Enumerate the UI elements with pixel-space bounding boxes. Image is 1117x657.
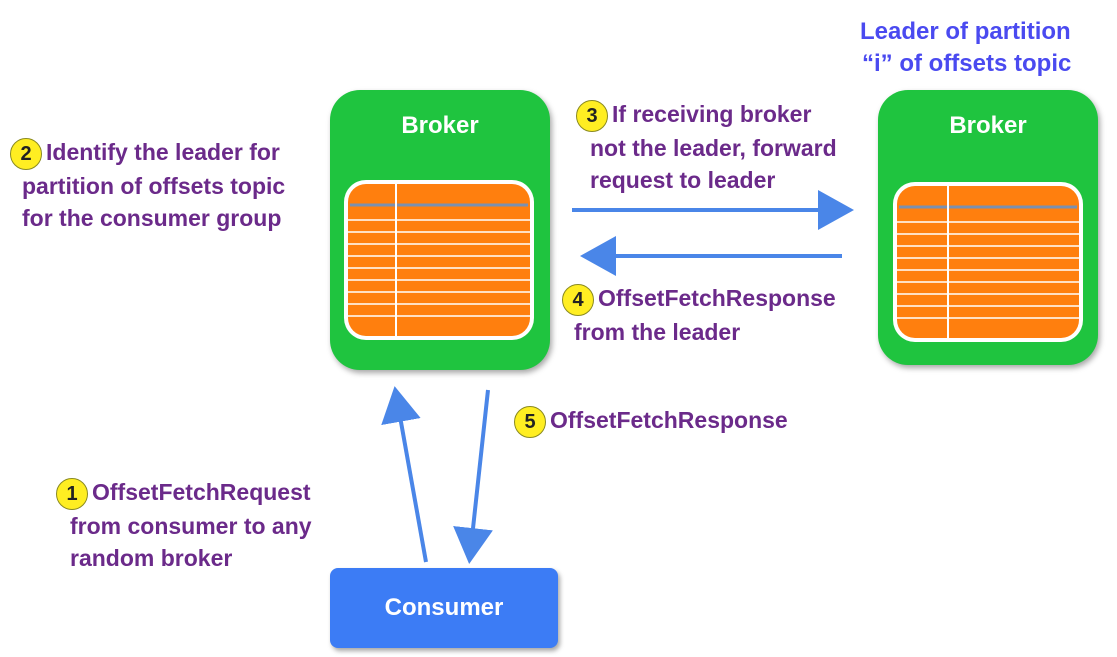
step-5-badge: 5 (514, 405, 546, 438)
step-1-badge: 1 (56, 477, 88, 510)
arrow-response-to-consumer (453, 389, 493, 564)
receiving-broker-title: Broker (401, 112, 479, 139)
consumer-box: Consumer (330, 568, 558, 648)
leader-broker-partition-table (893, 182, 1083, 342)
partition-table-graphic (897, 186, 1079, 338)
leader-label: Leader of partition “i” of offsets topic (860, 16, 1071, 80)
step-2-text-2: partition of offsets topic (22, 172, 286, 199)
leader-label-line2: “i” of offsets topic (862, 50, 1072, 77)
step-5-text-1: OffsetFetchResponse (550, 407, 788, 433)
partition-table-graphic (348, 184, 530, 336)
receiving-broker-partition-table (344, 180, 534, 340)
step-3-text-1: If receiving broker (612, 101, 812, 127)
step-1-text-3: random broker (70, 544, 233, 571)
step-4-text-1: OffsetFetchResponse (598, 285, 836, 311)
leader-label-line1: Leader of partition (860, 18, 1071, 45)
step-3-text-3: request to leader (590, 166, 776, 193)
step-4-text-2: from the leader (574, 318, 741, 345)
receiving-broker: Broker (330, 90, 550, 370)
step-1-text-2: from consumer to any (70, 512, 312, 539)
step-1-text-1: OffsetFetchRequest (92, 479, 311, 505)
step-4-badge: 4 (562, 283, 594, 316)
leader-broker: Broker (878, 90, 1098, 365)
arrow-request-to-broker (381, 386, 428, 563)
step-3-text-2: not the leader, forward (590, 134, 837, 161)
step-2-text-3: for the consumer group (22, 204, 282, 231)
step-2-badge: 2 (10, 137, 42, 170)
step-3-badge: 3 (576, 99, 608, 132)
consumer-label: Consumer (384, 594, 504, 621)
step-2-text-1: Identify the leader for (46, 139, 280, 165)
leader-broker-title: Broker (949, 112, 1027, 139)
